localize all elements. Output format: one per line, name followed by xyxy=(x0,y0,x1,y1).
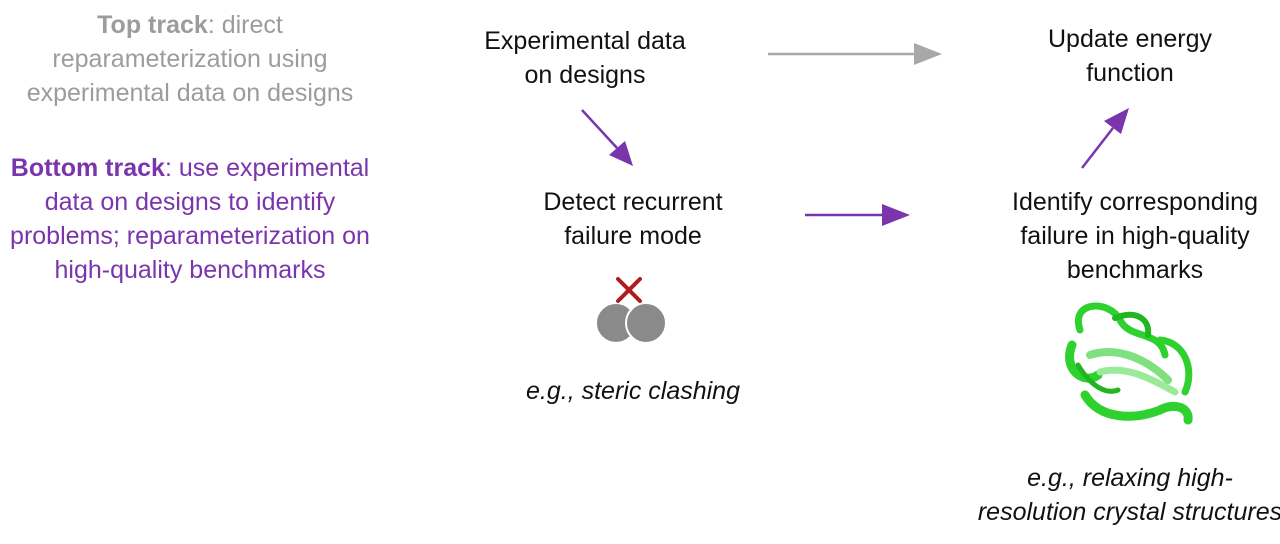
caption-relax-line-1: e.g., relaxing high- xyxy=(1027,464,1233,492)
protein-ribbon-icon xyxy=(1065,302,1193,425)
top-track-line-1: Top track: direct xyxy=(0,8,380,42)
top-track-line-3: experimental data on designs xyxy=(26,79,354,107)
caption-steric-clashing: e.g., steric clashing xyxy=(488,374,778,408)
arrow-top-track xyxy=(768,43,942,65)
node-detect-failure-mode: Detect recurrent failure mode xyxy=(488,185,778,253)
caption-relax-line-2: resolution crystal structures xyxy=(977,498,1280,526)
caption-relaxing-structures: e.g., relaxing high- resolution crystal … xyxy=(930,461,1280,529)
bottom-track-title: Bottom track xyxy=(10,154,165,182)
bottom-track-line-2: data on designs to identify xyxy=(44,188,336,216)
node-identify-line-3: benchmarks xyxy=(1066,256,1204,284)
bottom-track-line-4: high-quality benchmarks xyxy=(54,256,326,284)
top-track-line-1-text: : direct xyxy=(207,11,283,39)
node-update-energy-function: Update energy function xyxy=(985,22,1275,90)
bottom-track-line-1-text: : use experimental xyxy=(164,154,370,182)
arrow-experimental-to-detect xyxy=(581,109,633,166)
node-update-line-1: Update energy xyxy=(1047,25,1212,53)
caption-steric-line: e.g., steric clashing xyxy=(526,377,740,405)
bottom-track-line-1: Bottom track: use experimental xyxy=(0,151,400,185)
top-track-title: Top track xyxy=(97,11,208,39)
bottom-track-description: Bottom track: use experimental data on d… xyxy=(0,151,400,287)
steric-clash-icon xyxy=(595,277,667,344)
node-experimental-data: Experimental data on designs xyxy=(440,24,730,92)
bottom-track-line-3: problems; reparameterization on xyxy=(10,222,370,250)
arrow-detect-to-identify xyxy=(805,204,910,226)
node-detect-line-1: Detect recurrent xyxy=(543,188,723,216)
node-identify-line-2: failure in high-quality xyxy=(1020,222,1250,250)
node-identify-line-1: Identify corresponding xyxy=(1012,188,1258,216)
node-update-line-2: function xyxy=(1086,59,1174,87)
node-identify-failure: Identify corresponding failure in high-q… xyxy=(975,185,1280,287)
top-track-line-2: reparameterization using xyxy=(52,45,328,73)
arrow-identify-to-update xyxy=(1081,108,1129,169)
node-experimental-line-1: Experimental data xyxy=(484,27,686,55)
top-track-description: Top track: direct reparameterization usi… xyxy=(0,8,380,110)
node-experimental-line-2: on designs xyxy=(524,61,646,89)
node-detect-line-2: failure mode xyxy=(564,222,702,250)
